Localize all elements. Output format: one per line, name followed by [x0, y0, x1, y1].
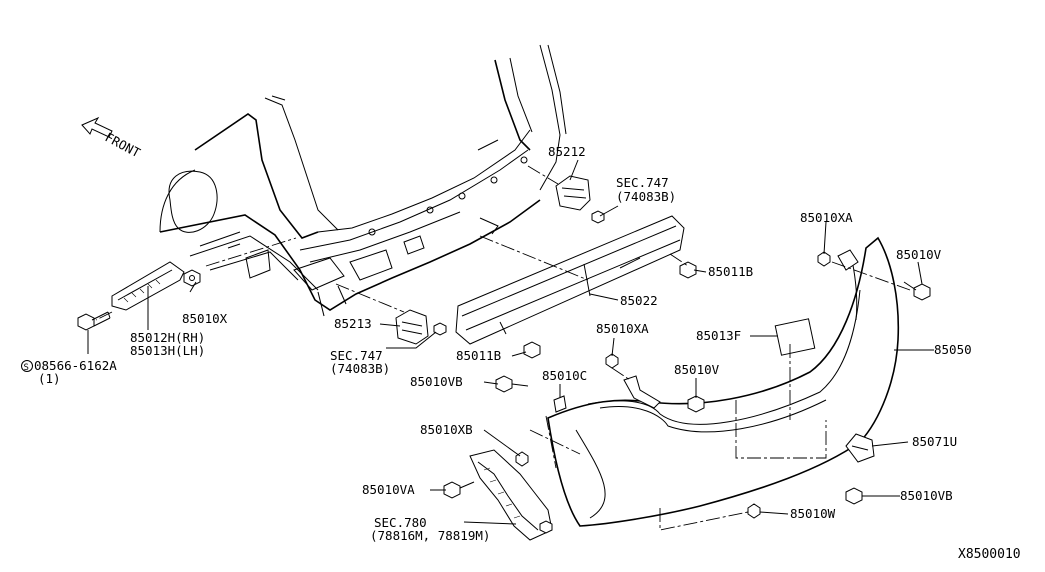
clip-85010xa-right-icon	[817, 251, 831, 267]
front-arrow-icon	[81, 116, 113, 138]
clip-85010c-icon	[553, 395, 567, 413]
label-85010v-mid: 85010V	[674, 362, 720, 377]
label-85071u: 85071U	[912, 434, 957, 449]
label-85010xa-mid: 85010XA	[596, 321, 649, 336]
mud-guard-part	[469, 449, 553, 541]
front-label: FRONT	[103, 129, 144, 160]
label-85010vb-left: 85010VB	[410, 374, 463, 389]
fascia-upper-clip	[837, 249, 859, 271]
nut-85010x-icon	[183, 269, 201, 287]
footer-diagram-code: X8500010	[958, 547, 1021, 562]
assembly-centerlines	[95, 165, 911, 531]
screw-85010va-icon	[443, 481, 475, 499]
label-sec747-bottom: SEC.747	[330, 348, 383, 363]
bumper-reinforcement-85022	[455, 215, 685, 345]
screw-85010vb-right-icon	[845, 487, 863, 505]
label-sec780: SEC.780	[374, 515, 427, 530]
label-85010x: 85010X	[182, 311, 228, 326]
screw-85010v-mid-icon	[687, 395, 705, 413]
label-08566-6162a: 08566-6162A	[34, 358, 117, 373]
label-85013f: 85013F	[696, 328, 741, 343]
label-85010c: 85010C	[542, 368, 587, 383]
part-labels: 85212 SEC.747 (74083B) 85010XA 85010V 85…	[21, 144, 972, 543]
bolt-code-prefix-icon	[21, 360, 33, 372]
nut-85011b-left-icon	[523, 341, 541, 359]
label-sec747-bottom-ref: (74083B)	[330, 361, 390, 376]
nut-85011b-right-icon	[679, 261, 697, 279]
label-85010va: 85010VA	[362, 482, 415, 497]
label-85010v-right: 85010V	[896, 247, 942, 262]
label-85013h: 85013H(LH)	[130, 343, 205, 358]
fascia-side-bracket	[623, 375, 661, 409]
label-85212: 85212	[548, 144, 586, 159]
leader-lines	[87, 159, 934, 525]
label-sec747-top: SEC.747	[616, 175, 669, 190]
label-sec747-top-ref: (74083B)	[616, 189, 676, 204]
label-85022: 85022	[620, 293, 658, 308]
label-bolt-qty: (1)	[38, 371, 61, 386]
label-85010xb: 85010XB	[420, 422, 473, 437]
vehicle-body-structure	[159, 44, 567, 317]
screw-85010vb-left-icon	[495, 375, 529, 393]
label-85010vb-right: 85010VB	[900, 488, 953, 503]
screw-85010v-right-icon	[903, 281, 931, 301]
screw-85010w-icon	[747, 503, 761, 519]
bolt-code-prefix: S	[24, 363, 29, 373]
plate-85013f-part	[774, 318, 816, 356]
clip-85010xa-mid-icon	[605, 353, 619, 369]
absorber-85212-part	[555, 175, 605, 224]
label-85011b-right: 85011B	[708, 264, 753, 279]
label-85012h: 85012H(RH)	[130, 330, 205, 345]
label-85213: 85213	[334, 316, 372, 331]
label-85010xa-right: 85010XA	[800, 210, 853, 225]
bolt-08566-icon	[77, 311, 111, 331]
label-85011b-left: 85011B	[456, 348, 501, 363]
label-85010w: 85010W	[790, 506, 836, 521]
absorber-85213-part	[395, 309, 447, 345]
label-85050: 85050	[934, 342, 972, 357]
reflector-85071u-part	[845, 433, 875, 463]
label-sec780-ref: (78816M, 78819M)	[370, 528, 490, 543]
